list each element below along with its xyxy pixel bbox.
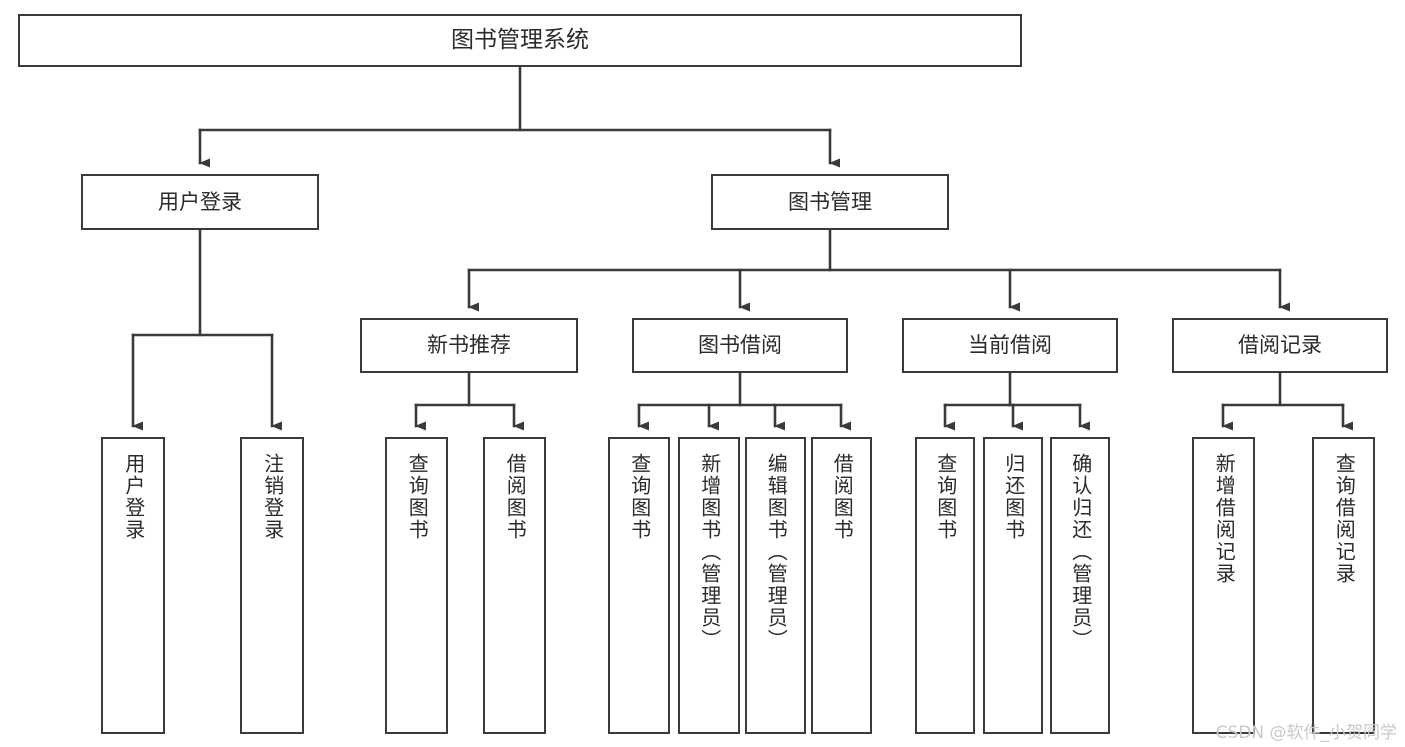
node-root[interactable]: 图书管理系统 [18,14,1022,67]
node-leaf-query-book-2[interactable]: 查询图书 [608,437,670,734]
node-current-borrow-label: 当前借阅 [968,333,1052,358]
node-leaf-confirm-return[interactable]: 确认归还（管理员） [1050,437,1110,734]
node-new-book-recommend-label: 新书推荐 [427,333,511,358]
node-leaf-user-login[interactable]: 用户登录 [101,437,165,734]
node-leaf-query-book-1[interactable]: 查询图书 [385,437,448,734]
node-borrow-record[interactable]: 借阅记录 [1172,318,1388,373]
node-book-borrow-label: 图书借阅 [698,333,782,358]
node-leaf-query-book-2-label: 查询图书 [627,453,652,541]
node-current-borrow[interactable]: 当前借阅 [902,318,1118,373]
node-leaf-user-logout[interactable]: 注销登录 [240,437,304,734]
node-leaf-add-record-label: 新增借阅记录 [1212,453,1237,585]
node-leaf-query-book-3[interactable]: 查询图书 [915,437,975,734]
node-leaf-confirm-return-label: 确认归还（管理员） [1068,453,1093,651]
node-leaf-edit-book[interactable]: 编辑图书（管理员） [745,437,806,734]
node-leaf-return-book-label: 归还图书 [1001,453,1026,541]
node-user-login-label: 用户登录 [158,189,242,214]
node-leaf-borrow-book-2[interactable]: 借阅图书 [811,437,872,734]
node-leaf-borrow-book-1-label: 借阅图书 [503,453,528,541]
node-book-borrow[interactable]: 图书借阅 [632,318,848,373]
node-leaf-borrow-book-1[interactable]: 借阅图书 [483,437,546,734]
node-new-book-recommend[interactable]: 新书推荐 [360,318,578,373]
node-user-login[interactable]: 用户登录 [81,174,319,230]
node-leaf-query-record[interactable]: 查询借阅记录 [1312,437,1375,734]
node-leaf-query-book-1-label: 查询图书 [405,453,430,541]
node-leaf-add-book[interactable]: 新增图书（管理员） [678,437,740,734]
node-leaf-user-login-label: 用户登录 [121,453,146,541]
watermark-text: CSDN @软件_小贺同学 [1215,723,1397,743]
node-root-label: 图书管理系统 [451,26,589,53]
node-borrow-record-label: 借阅记录 [1238,333,1322,358]
node-leaf-add-book-label: 新增图书（管理员） [697,453,722,651]
node-leaf-borrow-book-2-label: 借阅图书 [830,453,855,541]
node-leaf-return-book[interactable]: 归还图书 [983,437,1043,734]
node-leaf-add-record[interactable]: 新增借阅记录 [1192,437,1255,734]
node-leaf-query-book-3-label: 查询图书 [933,453,958,541]
node-book-manage[interactable]: 图书管理 [711,174,949,230]
node-leaf-edit-book-label: 编辑图书（管理员） [764,453,789,651]
node-book-manage-label: 图书管理 [788,189,872,214]
node-leaf-query-record-label: 查询借阅记录 [1332,453,1357,585]
node-leaf-user-logout-label: 注销登录 [260,453,285,541]
